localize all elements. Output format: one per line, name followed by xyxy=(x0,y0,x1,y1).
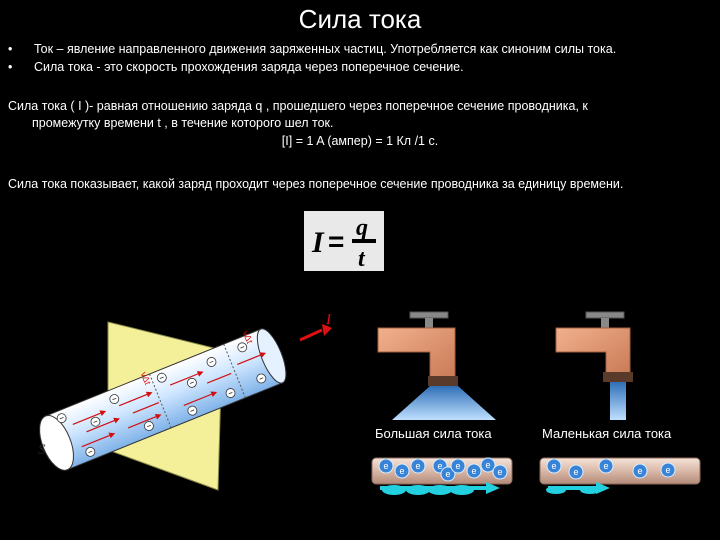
formula-image: I = q t xyxy=(304,211,384,271)
electron-symbol: e xyxy=(415,461,420,471)
electron-symbol: e xyxy=(445,469,450,479)
electron-symbol: e xyxy=(399,466,404,476)
faucet-handle xyxy=(585,311,625,319)
conductor-cylinder: vΔt vΔt xyxy=(39,328,287,471)
bullet-dot-icon: • xyxy=(8,60,13,74)
electron-symbol: e xyxy=(383,461,388,471)
flow-arrow-head xyxy=(596,482,610,494)
electron-symbol: e xyxy=(471,466,476,476)
electron-tube-left: e e e e e e e e e xyxy=(371,457,513,495)
summary-paragraph: Сила тока показывает, какой заряд проход… xyxy=(8,177,624,191)
fraction-bar xyxy=(352,239,376,243)
definition-line: Сила тока ( I )- равная отношению заряда… xyxy=(8,99,588,113)
formula-equals: = xyxy=(328,226,344,257)
water-stream-wide xyxy=(392,386,496,420)
drift-distance-label: vΔt xyxy=(241,329,255,345)
electron-tube-right: e e e e e xyxy=(539,457,701,494)
electron-symbol: e xyxy=(637,466,642,476)
faucet-pipe xyxy=(377,327,456,381)
big-current-label: Большая сила тока xyxy=(375,426,492,441)
faucet-handle xyxy=(409,311,449,319)
bullet-list: • Ток – явление направленного движения з… xyxy=(8,40,708,76)
drift-distance-label: vΔt xyxy=(139,370,153,386)
definition-paragraph: Сила тока ( I )- равная отношению заряда… xyxy=(8,98,708,132)
bullet-text: Сила тока - это скорость прохождения зар… xyxy=(34,60,464,74)
bullet-text: Ток – явление направленного движения зар… xyxy=(34,42,617,56)
flow-arrow xyxy=(548,486,598,490)
bullet-item: • Ток – явление направленного движения з… xyxy=(8,40,708,58)
electron-symbol: e xyxy=(485,460,490,470)
electron-symbol: e xyxy=(437,461,442,471)
conductor-diagram: vΔt vΔt S I xyxy=(38,312,332,491)
faucet-pipe xyxy=(555,327,631,377)
flow-arrow xyxy=(380,486,488,490)
formula-denominator: t xyxy=(358,246,366,271)
current-arrow-head xyxy=(322,324,332,336)
definition-line: промежутку времени t , в течение которог… xyxy=(32,116,334,130)
electron-symbol: e xyxy=(573,467,578,477)
formula-lhs: I xyxy=(311,226,325,259)
electron-symbol: e xyxy=(455,461,460,471)
electron-symbol: e xyxy=(497,467,502,477)
electron-symbol: e xyxy=(603,461,608,471)
current-arrow xyxy=(299,328,323,342)
unit-definition: [I] = 1 A (ампер) = 1 Кл /1 c. xyxy=(281,134,439,148)
bullet-dot-icon: • xyxy=(8,42,13,56)
slide-title: Сила тока xyxy=(298,4,422,34)
water-stream-narrow xyxy=(610,382,626,420)
faucet-small-current: Маленькая сила тока xyxy=(542,311,672,441)
current-label: I xyxy=(325,312,332,328)
bullet-item: • Сила тока - это скорость прохождения з… xyxy=(8,58,708,76)
faucet-big-current: Большая сила тока xyxy=(375,311,496,441)
flow-arrow-head xyxy=(486,482,500,494)
area-label: S xyxy=(38,442,46,458)
electron-symbol: e xyxy=(665,465,670,475)
electron-symbol: e xyxy=(551,461,556,471)
cross-section-plane xyxy=(107,321,223,491)
small-current-label: Маленькая сила тока xyxy=(542,426,672,441)
formula-numerator: q xyxy=(356,215,368,241)
